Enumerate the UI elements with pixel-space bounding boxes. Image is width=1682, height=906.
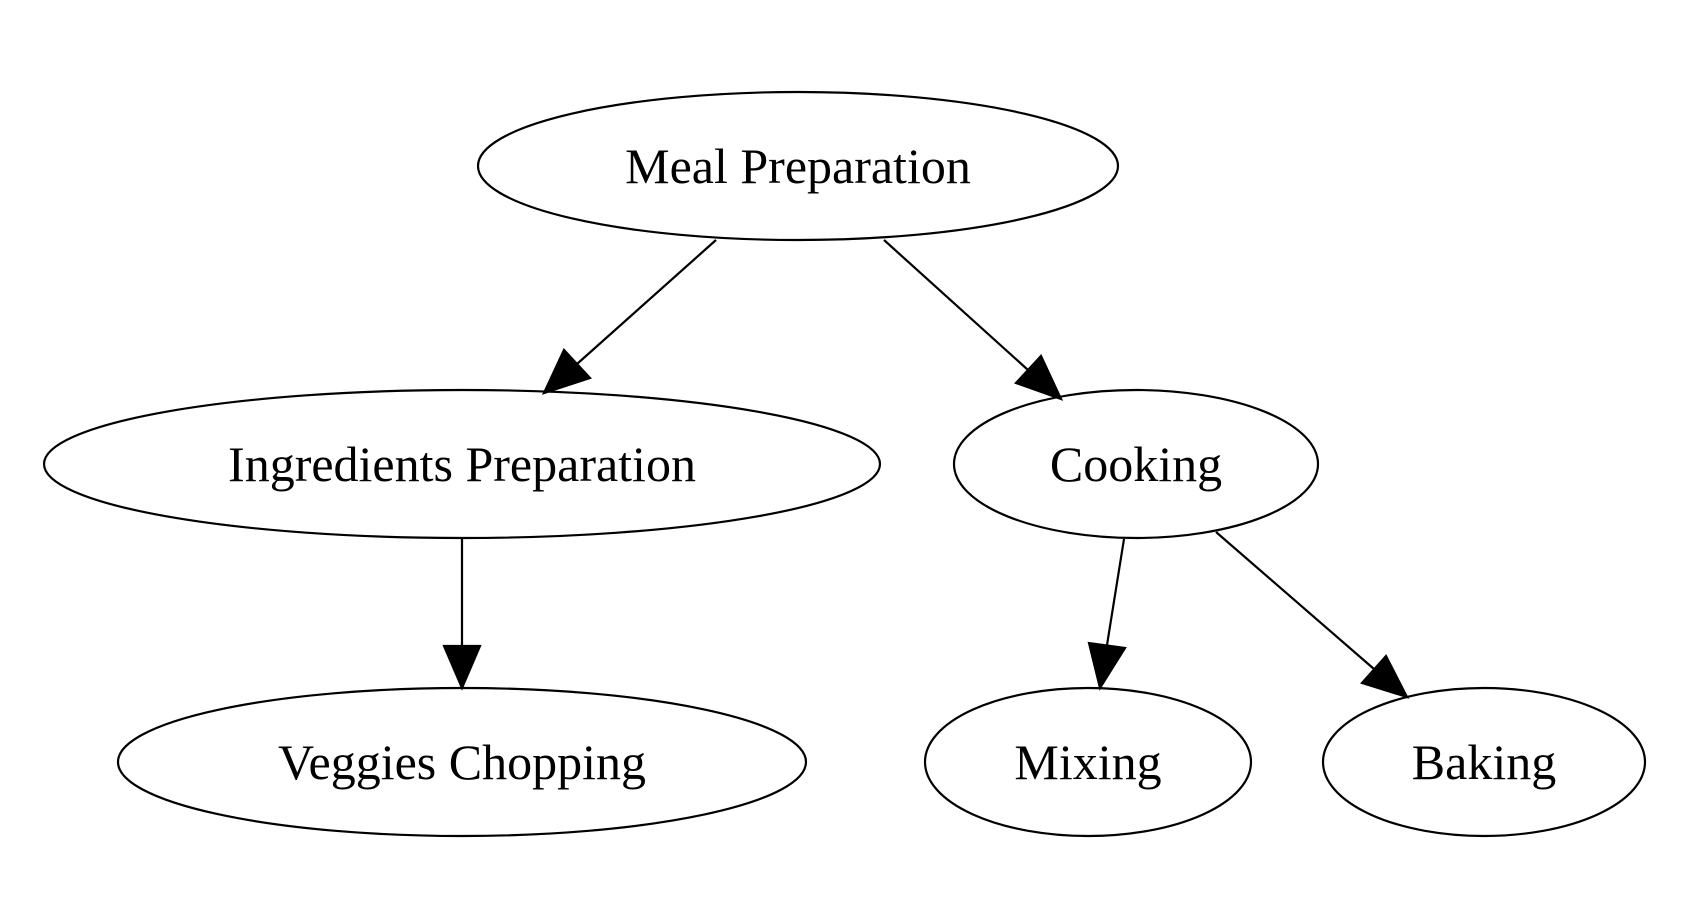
edge-cooking-to-baking	[1215, 531, 1410, 699]
node-veggies-chopping: Veggies Chopping	[116, 686, 808, 838]
node-veggies-chopping-label: Veggies Chopping	[278, 734, 646, 790]
node-cooking: Cooking	[952, 388, 1320, 540]
node-baking-label: Baking	[1412, 734, 1556, 790]
node-cooking-label: Cooking	[1050, 436, 1222, 492]
node-mixing: Mixing	[923, 686, 1253, 838]
node-mixing-label: Mixing	[1014, 734, 1161, 790]
edge-meal-to-cooking	[883, 239, 1064, 401]
edge-meal-to-ingredients	[541, 239, 717, 395]
node-meal-preparation-label: Meal Preparation	[625, 138, 971, 194]
edge-ingredients-to-veggies	[442, 538, 482, 691]
edge-cooking-to-mixing	[1087, 538, 1127, 691]
node-ingredients-preparation-label: Ingredients Preparation	[228, 436, 696, 492]
node-baking: Baking	[1321, 686, 1647, 838]
node-ingredients-preparation: Ingredients Preparation	[42, 388, 882, 540]
node-meal-preparation: Meal Preparation	[476, 90, 1120, 242]
